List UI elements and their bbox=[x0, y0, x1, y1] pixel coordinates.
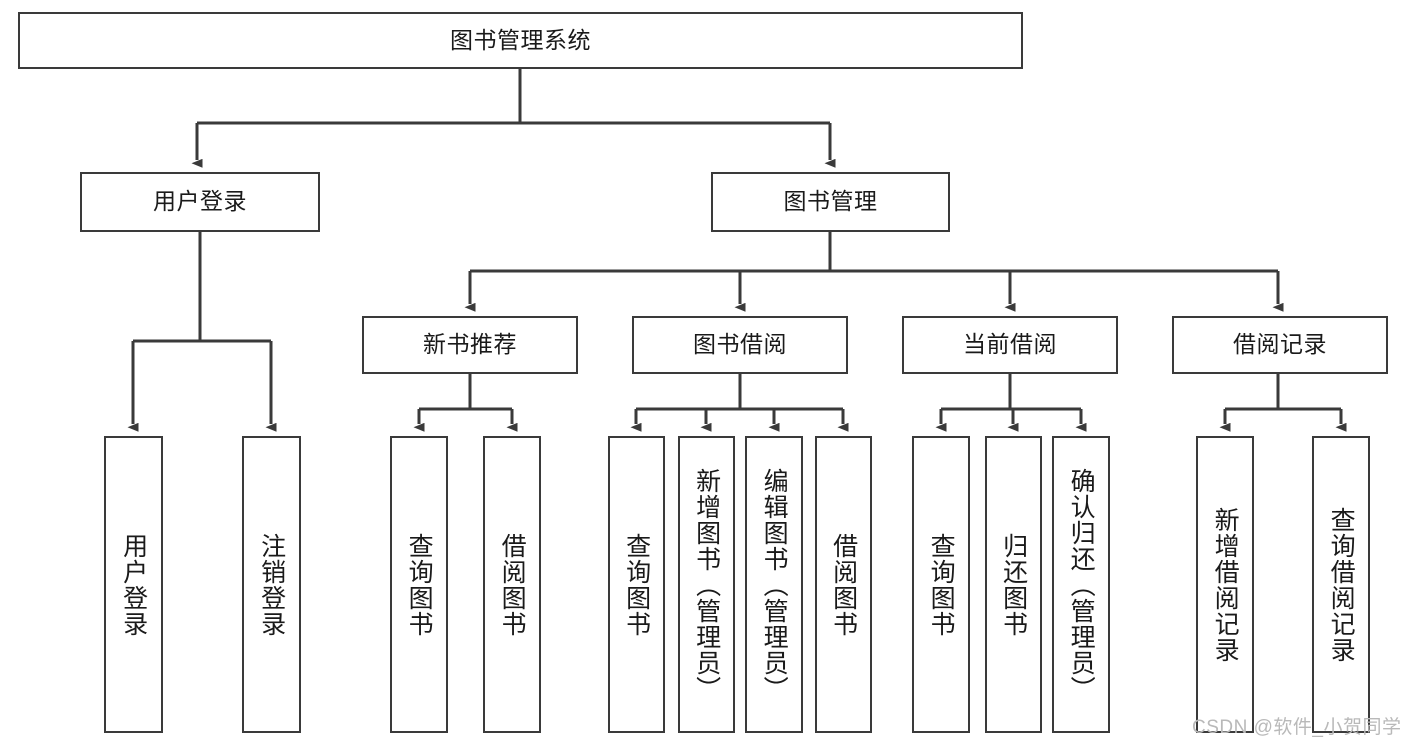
node-borrow-record[interactable]: 借阅记录 bbox=[1172, 316, 1388, 374]
node-label: 注销登录 bbox=[257, 532, 286, 637]
node-new-book-recommend[interactable]: 新书推荐 bbox=[362, 316, 578, 374]
node-current-borrow[interactable]: 当前借阅 bbox=[902, 316, 1118, 374]
node-label: 新增借阅记录 bbox=[1211, 506, 1240, 663]
node-label: 借阅记录 bbox=[1233, 331, 1327, 358]
node-label: 查询图书 bbox=[622, 532, 651, 637]
node-label: 借阅图书 bbox=[829, 532, 858, 637]
node-label: 查询借阅记录 bbox=[1327, 506, 1356, 663]
node-book-borrow[interactable]: 图书借阅 bbox=[632, 316, 848, 374]
node-root-system[interactable]: 图书管理系统 bbox=[18, 12, 1023, 69]
node-leaf-query-book-1[interactable]: 查询图书 bbox=[390, 436, 448, 733]
node-user-login[interactable]: 用户登录 bbox=[80, 172, 320, 232]
node-label: 查询图书 bbox=[405, 532, 434, 637]
node-label: 图书管理系统 bbox=[450, 26, 591, 53]
node-book-manage[interactable]: 图书管理 bbox=[711, 172, 950, 232]
node-label: 当前借阅 bbox=[963, 331, 1057, 358]
node-leaf-return-book[interactable]: 归还图书 bbox=[985, 436, 1042, 733]
node-leaf-add-record[interactable]: 新增借阅记录 bbox=[1196, 436, 1254, 733]
node-label: 图书借阅 bbox=[693, 331, 787, 358]
node-label: 用户登录 bbox=[153, 188, 247, 215]
node-label: 新增图书（管理员） bbox=[692, 467, 721, 702]
node-leaf-logout[interactable]: 注销登录 bbox=[242, 436, 301, 733]
node-label: 查询图书 bbox=[927, 532, 956, 637]
node-label: 编辑图书（管理员） bbox=[760, 467, 789, 702]
node-leaf-borrow-book-2[interactable]: 借阅图书 bbox=[815, 436, 872, 733]
node-label: 新书推荐 bbox=[423, 331, 517, 358]
node-label: 确认归还（管理员） bbox=[1067, 467, 1096, 702]
node-leaf-query-record[interactable]: 查询借阅记录 bbox=[1312, 436, 1370, 733]
node-leaf-add-book[interactable]: 新增图书（管理员） bbox=[678, 436, 735, 733]
node-leaf-query-book-2[interactable]: 查询图书 bbox=[608, 436, 665, 733]
node-label: 借阅图书 bbox=[498, 532, 527, 637]
node-label: 归还图书 bbox=[999, 532, 1028, 637]
node-label: 图书管理 bbox=[783, 188, 878, 215]
node-leaf-confirm-return[interactable]: 确认归还（管理员） bbox=[1052, 436, 1110, 733]
node-leaf-user-login[interactable]: 用户登录 bbox=[104, 436, 163, 733]
node-leaf-query-book-3[interactable]: 查询图书 bbox=[912, 436, 970, 733]
node-leaf-borrow-book-1[interactable]: 借阅图书 bbox=[483, 436, 541, 733]
node-label: 用户登录 bbox=[119, 532, 148, 637]
node-leaf-edit-book[interactable]: 编辑图书（管理员） bbox=[745, 436, 803, 733]
